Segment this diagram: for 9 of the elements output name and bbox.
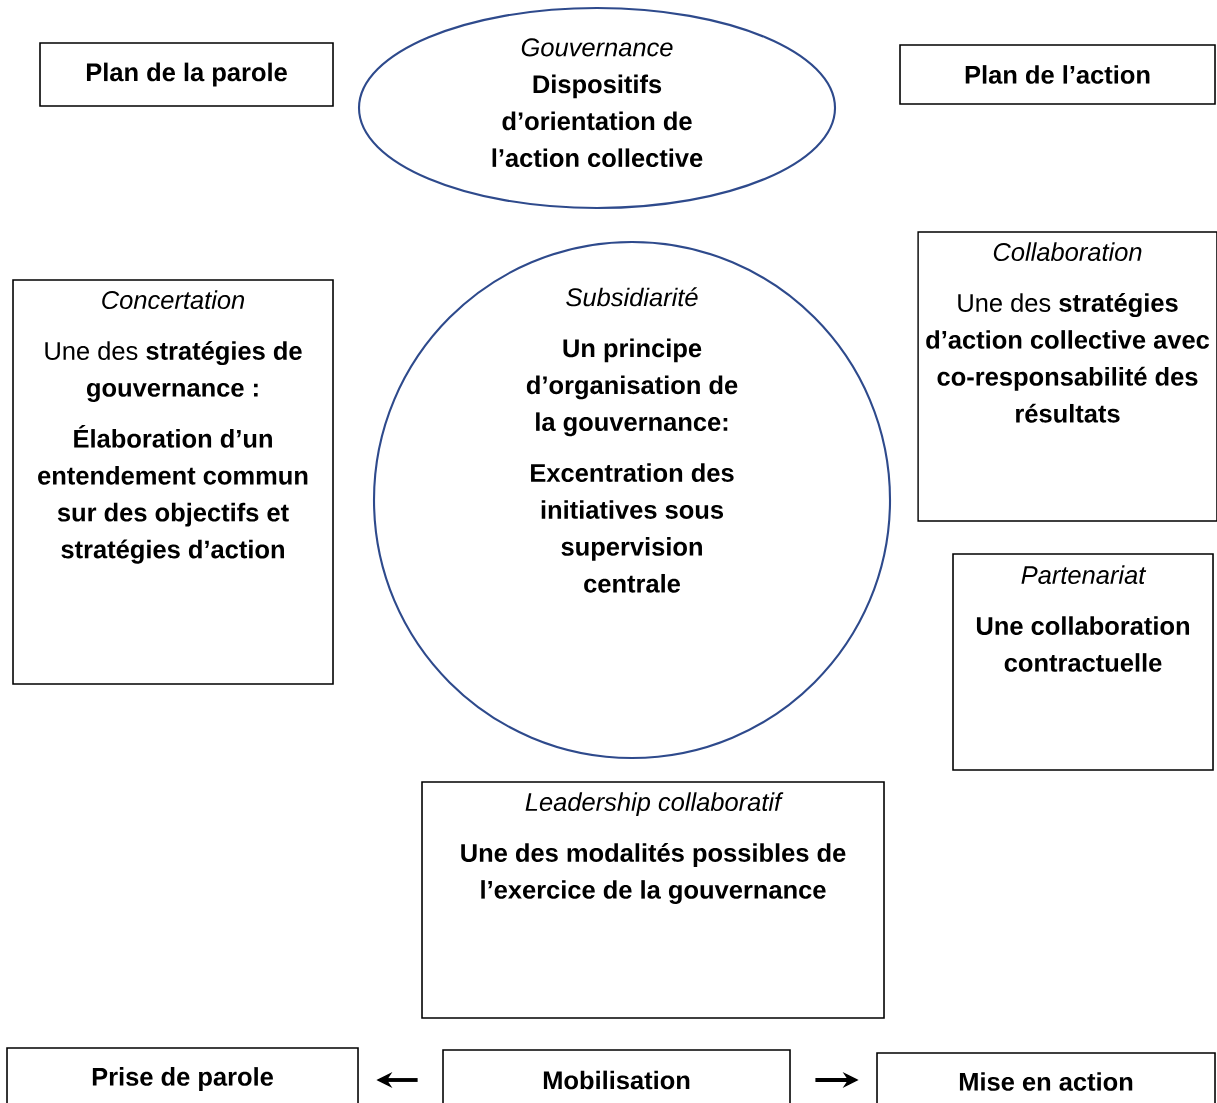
text-box: Partenariat Une collaboration contractuelle bbox=[952, 553, 1214, 771]
label-box: Mise en action bbox=[876, 1052, 1216, 1103]
label-box: Mobilisation bbox=[442, 1049, 791, 1103]
label-box: Prise de parole bbox=[6, 1047, 359, 1103]
label-box: Plan de l’action bbox=[899, 44, 1216, 105]
label-box: Plan de la parole bbox=[39, 42, 334, 107]
text-box: Collaboration Une des stratégies d’action collective avec co-responsabilité des résultats bbox=[917, 231, 1217, 522]
text-box: Leadership collaboratif Une des modalités possibles de l’exercice de la gouvernance bbox=[421, 781, 885, 1019]
text-box: Concertation Une des stratégies de gouvernance : Élaboration d’un entendement commun sur des objectifs et stratégies d’action bbox=[12, 279, 334, 685]
